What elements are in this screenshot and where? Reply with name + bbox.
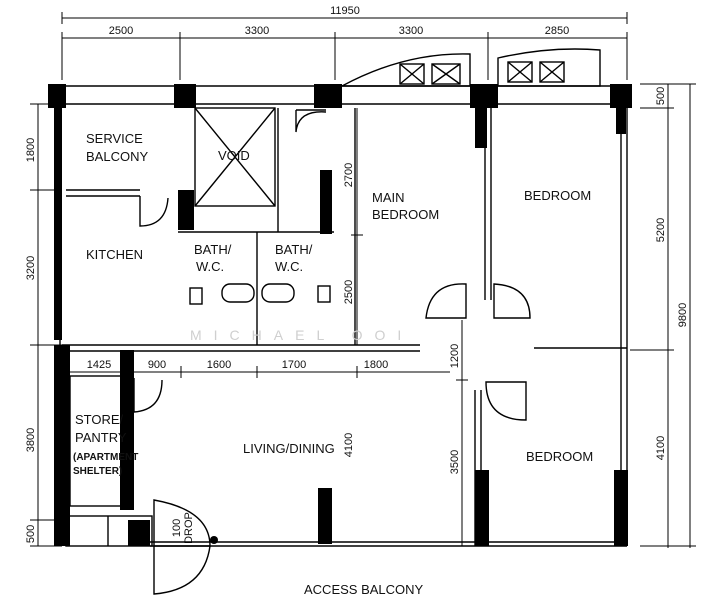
toilet-icon: [221, 283, 255, 303]
dim-right-2: 5200: [655, 218, 667, 242]
dim-top-2: 3300: [245, 25, 269, 37]
room-label-void: VOID: [218, 148, 250, 163]
watermark: MICHAEL OOI: [190, 327, 413, 343]
structural-columns: [48, 84, 632, 546]
dim-mid-1: 2700: [343, 163, 355, 187]
store-door-icon: [133, 378, 163, 413]
dimension-labels: 11950 2500 3300 3300 2850 500 5200 4100 …: [25, 5, 689, 544]
dim-mid-6: 100: [171, 519, 183, 537]
dim-row-1: 1425: [87, 359, 111, 371]
room-label-service-balcony-2: BALCONY: [86, 149, 148, 164]
dim-mid-4: 1200: [449, 344, 461, 368]
dim-row-3: 1600: [207, 359, 231, 371]
room-label-kitchen: KITCHEN: [86, 247, 143, 262]
dim-left-1: 1800: [25, 138, 37, 162]
dim-left-3: 3800: [25, 428, 37, 452]
room-label-main-bedroom-2: BEDROOM: [372, 207, 439, 222]
room-label-apartment: (APARTMENT: [73, 452, 138, 463]
dim-row-2: 900: [148, 359, 166, 371]
gas-meter-icon: [210, 536, 218, 544]
room-label-living-dining: LIVING/DINING: [243, 441, 335, 456]
dim-right-1: 500: [655, 87, 667, 105]
entrance-door-swing-icon: [153, 545, 211, 595]
room-label-store: STORE/: [75, 412, 124, 427]
dim-row-4: 1700: [282, 359, 306, 371]
room-label-shelter: SHELTER): [73, 466, 122, 477]
dim-row-5: 1800: [364, 359, 388, 371]
bath-fixtures: [189, 283, 331, 544]
dim-mid-3: 4100: [343, 433, 355, 457]
dim-top-4: 2850: [545, 25, 569, 37]
room-label-bedroom-top: BEDROOM: [524, 188, 591, 203]
bedroom-door-icon: [493, 283, 531, 319]
dim-mid-5: 3500: [449, 450, 461, 474]
bath-door-icon: [295, 109, 327, 133]
room-label-bedroom-bottom: BEDROOM: [526, 449, 593, 464]
room-label-bath-2-wc: W.C.: [275, 259, 303, 274]
dim-right-3: 4100: [655, 436, 667, 460]
dim-top-1: 2500: [109, 25, 133, 37]
dim-left-4: 500: [25, 525, 37, 543]
main-bedroom-door-icon: [425, 283, 467, 319]
room-label-pantry: PANTRY: [75, 430, 127, 445]
drop-label: DROP: [183, 512, 195, 544]
dim-mid-2: 2500: [343, 280, 355, 304]
sink-icon: [189, 287, 203, 305]
doors: [133, 109, 531, 595]
room-labels: SERVICE BALCONY VOID MAIN BEDROOM BEDROO…: [73, 131, 593, 597]
room-label-bath-2: BATH/: [275, 242, 313, 257]
bedroom-bottom-door-icon: [485, 381, 527, 421]
entrance-door-icon: [153, 499, 211, 547]
room-label-bath-1-wc: W.C.: [196, 259, 224, 274]
kitchen-door-icon: [139, 196, 169, 227]
windows: [341, 48, 601, 87]
dim-left-2: 3200: [25, 256, 37, 280]
toilet-icon: [261, 283, 295, 303]
dim-top-3: 3300: [399, 25, 423, 37]
sink-icon: [317, 285, 331, 303]
access-balcony-label: ACCESS BALCONY: [304, 582, 424, 597]
room-label-bath-1: BATH/: [194, 242, 232, 257]
overall-width-label: 11950: [330, 5, 360, 17]
room-label-service-balcony-1: SERVICE: [86, 131, 143, 146]
overall-height-label: 9800: [677, 303, 689, 327]
room-label-main-bedroom-1: MAIN: [372, 190, 405, 205]
